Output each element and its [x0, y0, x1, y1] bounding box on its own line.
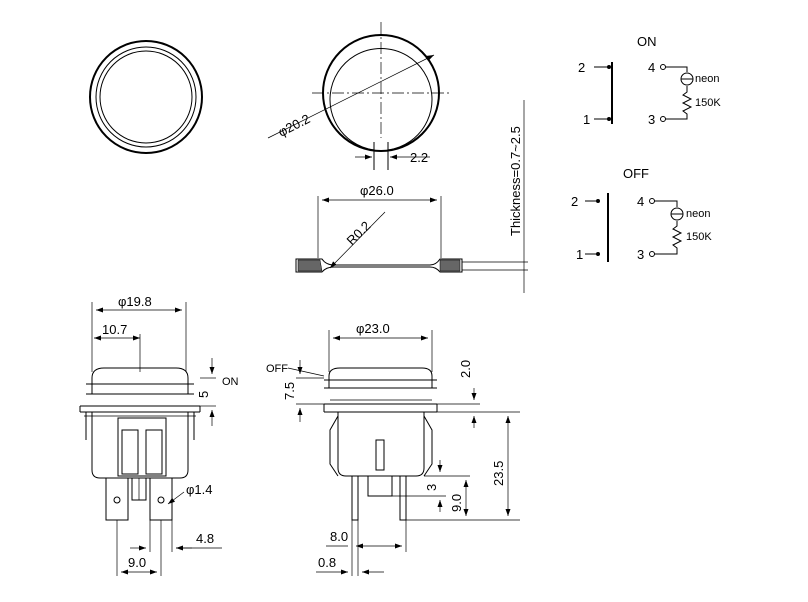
front-diameter-top: φ19.8 [118, 294, 152, 309]
side-height-23-5: 23.5 [491, 461, 506, 486]
panel-cutout-view: φ26.0 R0.2 Thickness=0.7~2.5 [295, 100, 528, 293]
button-top-view [89, 40, 203, 154]
on-pin2-label: 2 [578, 60, 585, 75]
side-height-2-0: 2.0 [458, 360, 473, 378]
side-height-7-5: 7.5 [282, 382, 297, 400]
off-pin2-label: 2 [571, 194, 578, 209]
schematic-off: OFF 2 1 4 3 neon 150K [571, 166, 712, 262]
side-height-3: 3 [424, 484, 439, 491]
front-pitch-4-8: 4.8 [196, 531, 214, 546]
front-on-label: ON [222, 376, 239, 388]
side-view: φ23.0 OFF 7.5 2.0 [266, 321, 520, 576]
schematic-on-title: ON [637, 34, 657, 49]
radius-label: R0.2 [344, 218, 374, 248]
front-width-10-7: 10.7 [102, 322, 127, 337]
front-view: φ19.8 10.7 5 ON [79, 294, 239, 576]
off-pin1-label: 1 [576, 247, 583, 262]
schematic-on: ON 2 1 4 3 neon 150K [578, 34, 721, 127]
on-pin4-label: 4 [648, 60, 655, 75]
mounting-ring-view: φ20.2 2.2 [267, 22, 450, 170]
side-off-label: OFF [266, 363, 288, 375]
schematic-off-title: OFF [623, 166, 649, 181]
front-pitch-9-0: 9.0 [128, 555, 146, 570]
side-width-8-0: 8.0 [330, 529, 348, 544]
panel-diameter-label: φ26.0 [360, 183, 394, 198]
off-resistor-label: 150K [686, 231, 712, 243]
side-diameter-top: φ23.0 [356, 321, 390, 336]
off-pin4-label: 4 [637, 194, 644, 209]
on-pin3-label: 3 [648, 112, 655, 127]
on-resistor-label: 150K [695, 97, 721, 109]
on-pin1-label: 1 [583, 112, 590, 127]
side-width-0-8: 0.8 [318, 555, 336, 570]
thickness-label: Thickness=0.7~2.5 [508, 126, 523, 236]
ring-diameter-label: φ20.2 [276, 111, 313, 140]
off-neon-label: neon [686, 208, 710, 220]
ring-gap-label: 2.2 [410, 150, 428, 165]
front-pin-diameter: φ1.4 [186, 482, 213, 497]
on-neon-label: neon [695, 73, 719, 85]
off-pin3-label: 3 [637, 247, 644, 262]
side-height-9-0: 9.0 [449, 494, 464, 512]
front-height-5: 5 [196, 391, 211, 398]
